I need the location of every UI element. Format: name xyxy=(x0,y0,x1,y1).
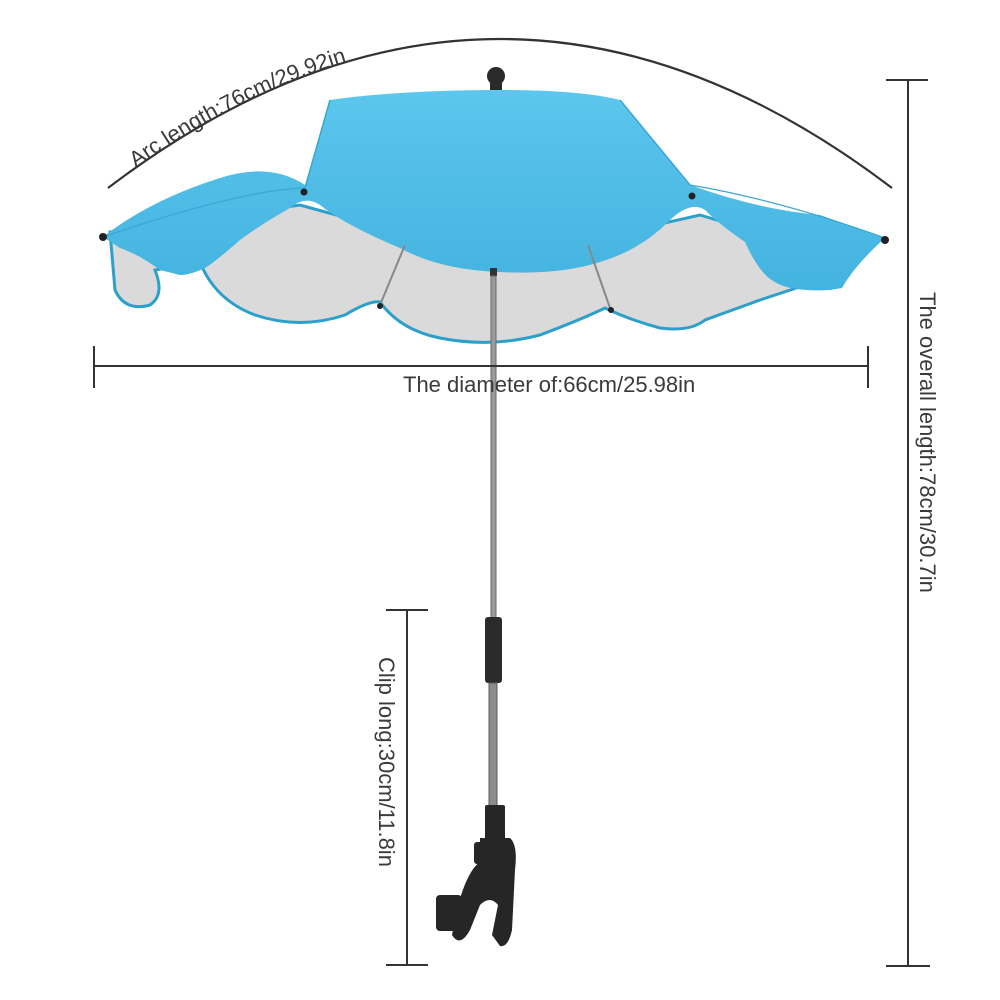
diameter-label: The diameter of:66cm/25.98in xyxy=(403,372,695,397)
rib-tip-icon xyxy=(688,192,696,200)
overall-length-label: The overall length:78cm/30.7in xyxy=(915,292,940,593)
finial-icon xyxy=(487,67,505,85)
clip-length-label: Clip long:30cm/11.8in xyxy=(374,657,399,867)
clip-length-dimension xyxy=(386,609,428,966)
rib-tip-icon xyxy=(99,233,107,241)
diameter-dimension xyxy=(93,346,869,388)
pole-grip xyxy=(485,617,502,683)
canopy-top xyxy=(103,90,885,291)
umbrella-clip xyxy=(436,805,516,947)
overall-length-dimension xyxy=(886,79,930,967)
rib-tip-icon xyxy=(377,303,383,309)
rib-tip-icon xyxy=(881,236,889,244)
rib-tip-icon xyxy=(300,188,308,196)
umbrella-canopy xyxy=(99,67,889,344)
rib-tip-icon xyxy=(608,307,614,313)
umbrella-pole xyxy=(485,268,502,809)
